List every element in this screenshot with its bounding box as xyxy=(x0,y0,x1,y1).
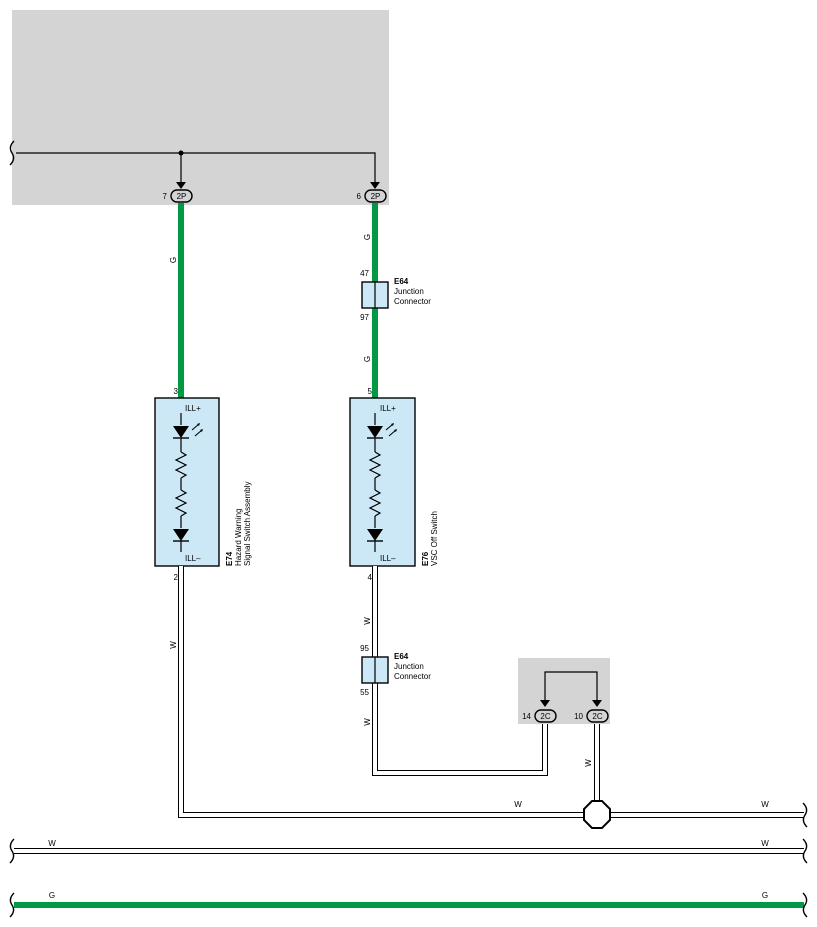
wire-label: W xyxy=(48,839,56,848)
arrow-icon xyxy=(176,182,186,189)
connector-2c-right xyxy=(586,709,609,723)
junction-label-1: Junction xyxy=(394,287,424,296)
connector-pin: 10 xyxy=(574,712,583,721)
junction-label-2: Connector xyxy=(394,672,431,681)
switch-term-bottom: ILL– xyxy=(185,554,201,563)
break-mark-left xyxy=(9,892,15,918)
vsc-switch-internal xyxy=(367,413,397,552)
switch-term-bottom: ILL– xyxy=(380,554,396,563)
connector-2p-left xyxy=(170,189,193,203)
switch-pin-top: 3 xyxy=(174,387,179,396)
connector-pin: 7 xyxy=(163,192,168,201)
wire-label: W xyxy=(761,839,769,848)
switch-term-top: ILL+ xyxy=(380,404,396,413)
junction-label-2: Connector xyxy=(394,297,431,306)
switch-pin-bottom: 2 xyxy=(174,573,179,582)
switch-label-1: Hazard Warning xyxy=(234,508,243,566)
connector-pin: 14 xyxy=(522,712,531,721)
wire-label: W xyxy=(584,759,593,767)
arrow-icon xyxy=(540,700,550,707)
connector-code: 2P xyxy=(177,192,187,201)
splice-dot xyxy=(178,150,184,156)
junction-id: E64 xyxy=(394,277,409,286)
connector-code: 2P xyxy=(371,192,381,201)
switch-term-top: ILL+ xyxy=(185,404,201,413)
switch-label-2: Signal Switch Assembly xyxy=(243,482,252,566)
switch-label-1: VSC Off Switch xyxy=(430,511,439,566)
arrow-icon xyxy=(370,182,380,189)
break-mark-top xyxy=(9,140,15,166)
junction-pin-bottom: 97 xyxy=(360,313,369,322)
junction-pin-top: 47 xyxy=(360,269,369,278)
wire-label: G xyxy=(169,257,178,263)
splice-octagon xyxy=(583,800,611,829)
top-gray-panel xyxy=(12,10,389,205)
wire-label: W xyxy=(761,800,769,809)
wire-label: G xyxy=(363,234,372,240)
connector-code: 2C xyxy=(540,712,550,721)
connector-pin: 6 xyxy=(357,192,362,201)
connector-2p-right xyxy=(364,189,387,203)
panel-internal-wire xyxy=(16,152,376,186)
wire-label: W xyxy=(363,718,372,726)
white-wire-hazard xyxy=(178,566,804,818)
connector-2c-left xyxy=(534,709,557,723)
white-wire-vsc-lower xyxy=(372,683,548,776)
vsc-switch-box xyxy=(349,397,416,567)
switch-pin-top: 5 xyxy=(368,387,373,396)
switch-pin-bottom: 4 xyxy=(368,573,373,582)
wire-label: G xyxy=(762,891,768,900)
wire-label: W xyxy=(169,641,178,649)
wire-label: W xyxy=(363,617,372,625)
hazard-switch-internal xyxy=(173,413,203,552)
arrow-icon xyxy=(592,700,602,707)
junction-pin-top: 95 xyxy=(360,644,369,653)
junction-label-1: Junction xyxy=(394,662,424,671)
junction-pin-bottom: 55 xyxy=(360,688,369,697)
panel-internal-wire xyxy=(544,671,598,705)
break-mark-right xyxy=(802,892,808,918)
wire-label: W xyxy=(514,800,522,809)
connector-code: 2C xyxy=(592,712,602,721)
break-mark-right xyxy=(802,802,808,828)
switch-id: E76 xyxy=(421,551,430,566)
wire-label: G xyxy=(363,356,372,362)
junction-id: E64 xyxy=(394,652,409,661)
break-mark-left xyxy=(9,838,15,864)
wire-label: G xyxy=(49,891,55,900)
switch-id: E74 xyxy=(225,551,234,566)
break-mark-right xyxy=(802,838,808,864)
